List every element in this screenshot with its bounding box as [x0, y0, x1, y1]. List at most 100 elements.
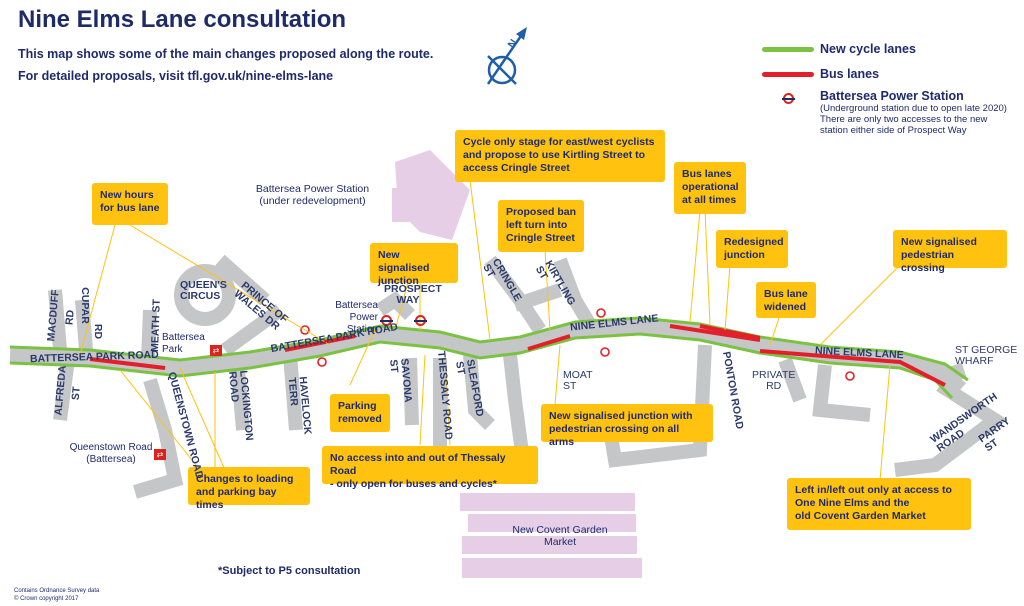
legend-cycle-swatch [762, 47, 814, 52]
callout-thessaly: No access into and out of Thessaly Road-… [322, 446, 538, 490]
signal-4 [600, 347, 610, 357]
signal-2 [317, 357, 327, 367]
road-cupar [75, 299, 93, 351]
subtitle-link-line: For detailed proposals, visit tfl.gov.uk… [18, 69, 333, 83]
bus-lane-6 [699, 324, 761, 340]
subtitle-prefix: For detailed proposals, visit [18, 69, 188, 83]
road-label-st1: ST [69, 386, 83, 401]
leader-leftin [879, 364, 891, 481]
copyright-line-2: © Crown copyright 2017 [14, 596, 79, 602]
compass-arrow [486, 29, 527, 85]
legend-cycle-label: New cycle lanes [820, 42, 916, 56]
bus-lane-5 [759, 349, 946, 387]
bus-lane-2 [284, 334, 356, 352]
road-prospect-way [376, 290, 415, 320]
road-private-loop [812, 364, 871, 422]
signal-markers [300, 308, 855, 381]
road-macduff [48, 289, 67, 351]
tube-roundel-icon-west [380, 312, 393, 330]
footnote: *Subject to P5 consultation [218, 565, 361, 577]
road-kirtling-link [512, 283, 563, 312]
place-bps-redevelopment: Battersea Power Station(under redevelopm… [255, 183, 370, 207]
legend-station-label: Battersea Power Station [820, 89, 964, 103]
bus-lane-3 [527, 334, 571, 351]
road-prince-wales [220, 304, 285, 356]
leader-loading [119, 367, 226, 471]
leader-bus-hours-a [79, 224, 116, 356]
page-title: Nine Elms Lane consultation [18, 6, 347, 33]
leader-busop-b [704, 209, 711, 326]
bus-lane-1 [89, 357, 166, 370]
leader-busop-a [689, 209, 701, 323]
road-sleaford [463, 354, 495, 430]
tube-roundel-icon-east [414, 312, 427, 330]
bus-lane-4 [669, 324, 761, 342]
market-block-1 [460, 493, 635, 511]
road-ponton [603, 344, 712, 468]
leader-lines [79, 179, 901, 481]
cycle-lane-south [9, 332, 954, 400]
road-private [778, 357, 807, 403]
legend-note-2: There are only two accesses to the new [820, 114, 988, 125]
leader-thessaly [419, 354, 451, 446]
leader-ped [819, 264, 901, 346]
leader-redesigned [724, 264, 731, 331]
leader-ban [544, 249, 551, 331]
subtitle: This map shows some of the main changes … [18, 47, 434, 61]
development-areas [392, 150, 642, 578]
leader-cycle-stage [469, 179, 491, 341]
road-label-rd2: RD [92, 323, 105, 340]
signal-5 [845, 371, 855, 381]
road-queenstown [132, 377, 184, 499]
tfl-link[interactable]: tfl.gov.uk/nine-elms-lane [187, 69, 334, 83]
road-lockington [231, 369, 250, 431]
place-queenstown-road: Queenstown Road(Battersea) [69, 442, 153, 465]
road-havelock [283, 354, 303, 431]
leader-parking [349, 329, 376, 386]
legend-note-1: (Underground station due to open late 20… [820, 103, 1007, 114]
road-wandsworth [894, 379, 1008, 477]
copyright-line-1: Contains Ordnance Survey data [14, 588, 100, 594]
market-block-2 [468, 514, 636, 532]
road-alfreda [53, 359, 75, 421]
legend-bus-label: Bus lanes [820, 67, 880, 81]
road-label-rd1: RD [63, 309, 77, 326]
leader-bus-hours-b [129, 224, 331, 346]
road-label-meath: MEATH ST [149, 298, 163, 353]
tube-roundel-icon [782, 90, 795, 108]
road-label-cupar: CUPAR [78, 287, 91, 324]
road-savona [403, 357, 419, 426]
north-arrow-icon [516, 27, 527, 40]
signal-3 [596, 308, 606, 318]
side-roads [48, 254, 1008, 499]
leader-ped-junc [554, 344, 561, 406]
market-block-3 [462, 536, 637, 554]
rail-icon: ⇄ [210, 342, 222, 360]
market-block-4 [462, 558, 642, 578]
road-meath [141, 309, 157, 361]
legend-bus-swatch [762, 72, 814, 77]
rail-icon-queenstown: ⇄ [154, 446, 166, 464]
